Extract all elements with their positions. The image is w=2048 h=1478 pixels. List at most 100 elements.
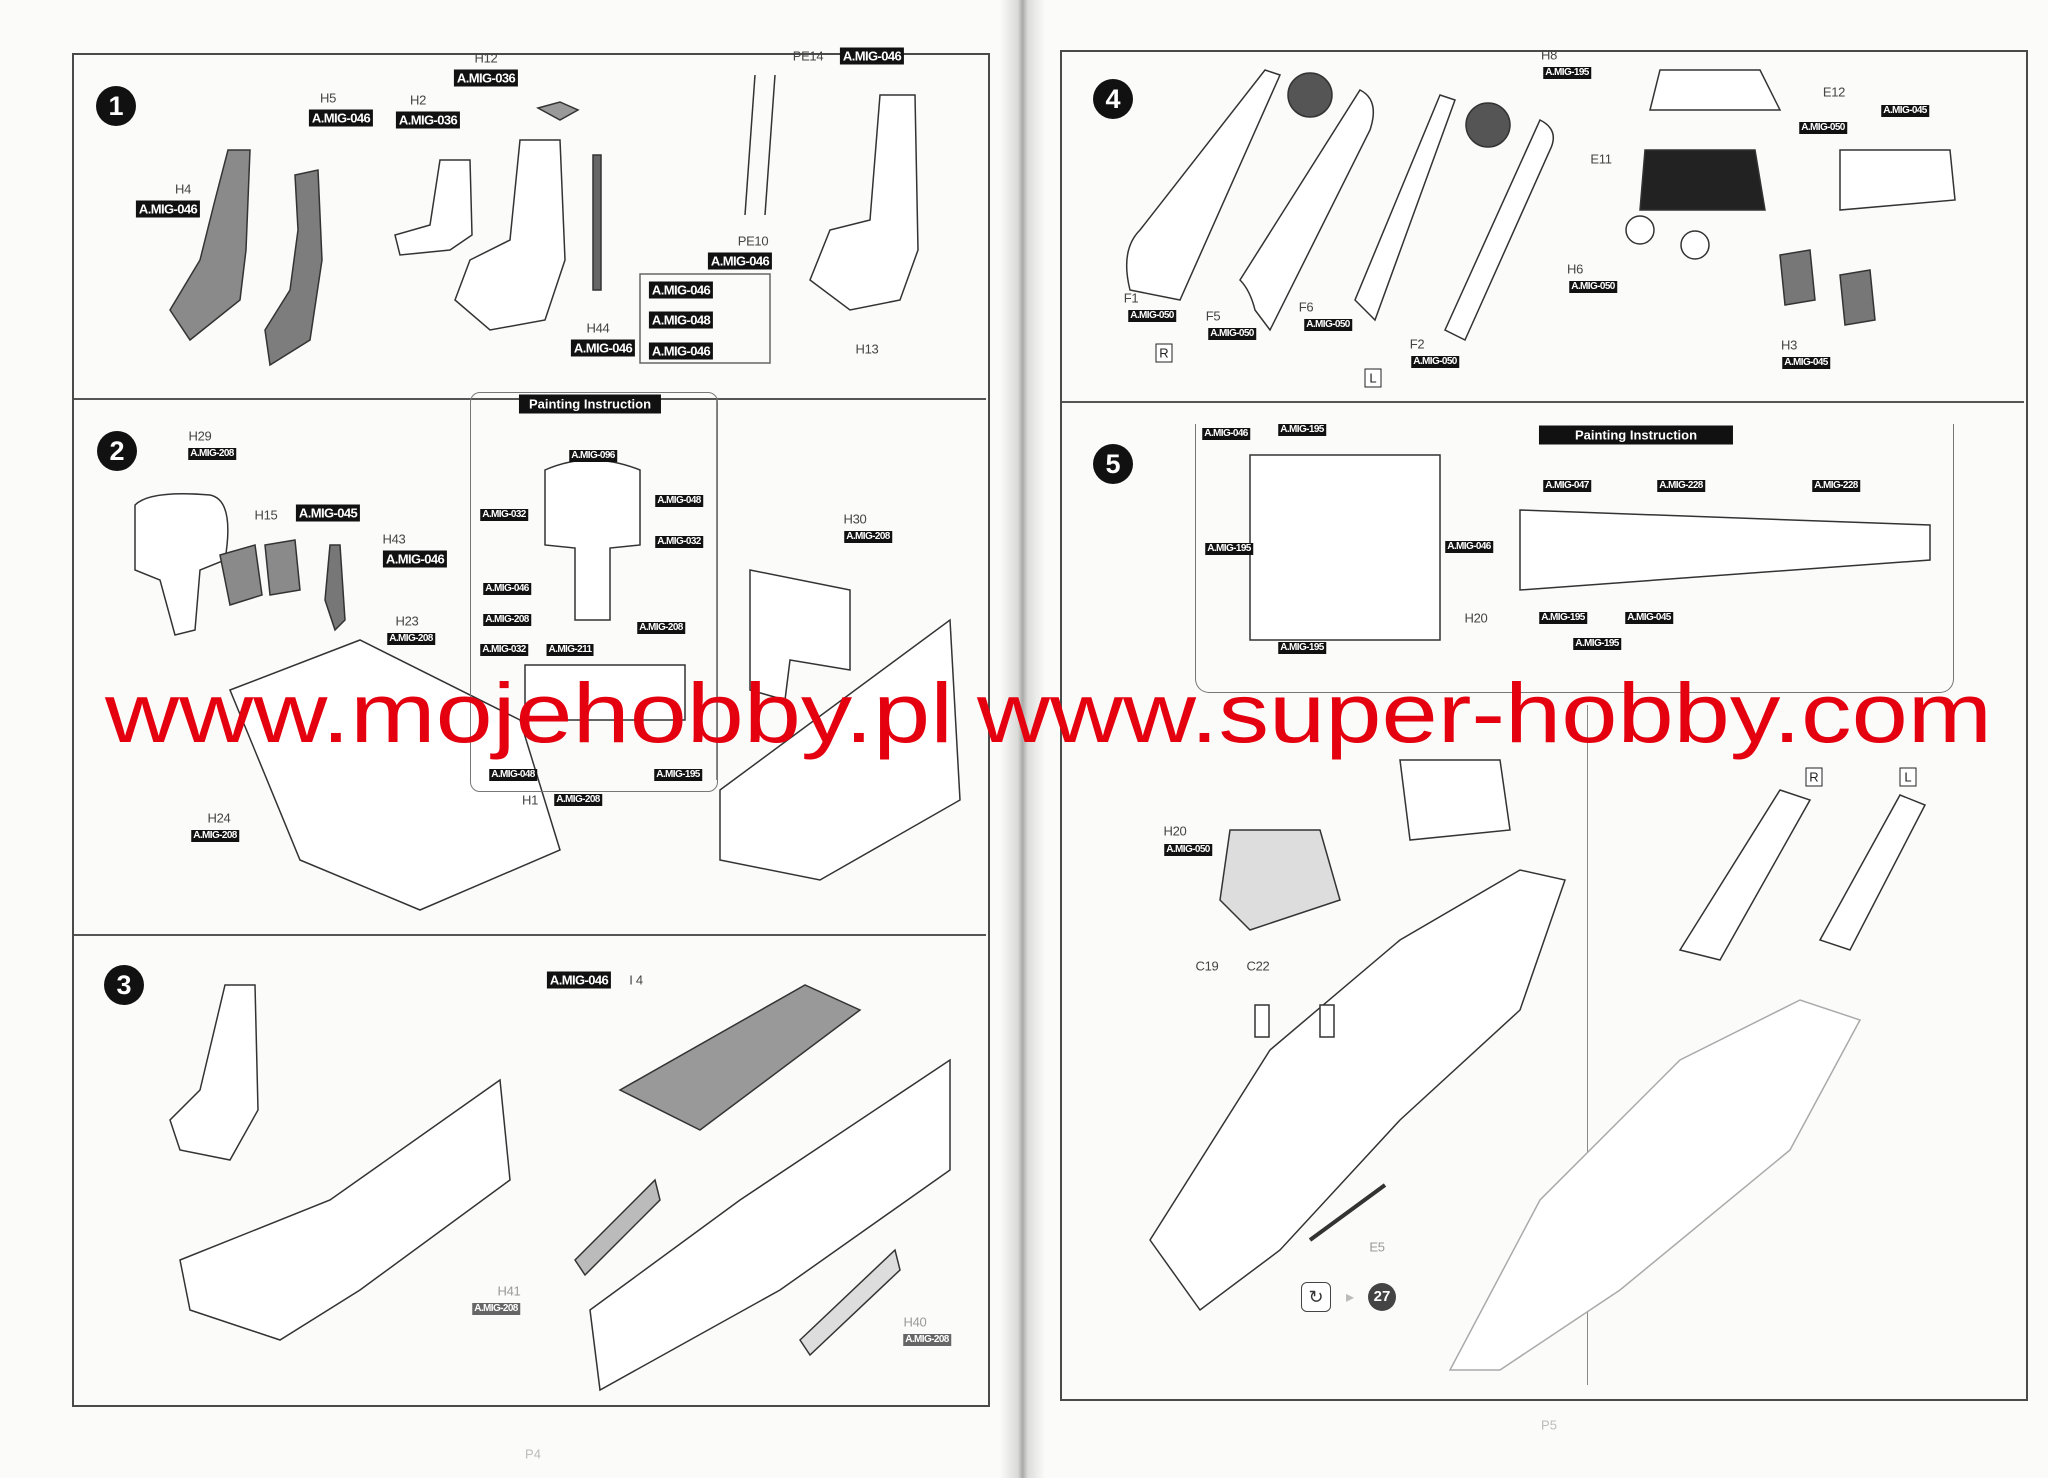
paint-label: A.MIG-208 bbox=[191, 830, 239, 842]
seat-assembled bbox=[809, 94, 919, 311]
paint-label: A.MIG-045 bbox=[1625, 612, 1673, 624]
paint-label: A.MIG-195 bbox=[654, 769, 702, 781]
part-label: H1 bbox=[521, 792, 539, 808]
paint-label: A.MIG-195 bbox=[1278, 642, 1326, 654]
side-marker-right: R bbox=[1155, 343, 1173, 363]
arrow-right-icon: ▸ bbox=[1345, 1289, 1355, 1306]
part-label: C19 bbox=[1195, 958, 1219, 974]
page-number-right: P5 bbox=[1541, 1417, 1557, 1433]
paint-label: A.MIG-032 bbox=[655, 536, 703, 548]
paint-label: A.MIG-046 bbox=[1445, 541, 1493, 553]
paint-label: A.MIG-048 bbox=[648, 311, 714, 329]
painting-instruction-heading: Painting Instruction bbox=[1538, 425, 1734, 445]
detail-box bbox=[639, 273, 771, 364]
panel-h15 bbox=[219, 539, 301, 606]
part-label: H24 bbox=[207, 810, 231, 826]
cone-h3-1 bbox=[1779, 249, 1816, 306]
paint-label: A.MIG-046 bbox=[546, 971, 612, 989]
part-label: H13 bbox=[855, 341, 879, 357]
panel-h40 bbox=[799, 1248, 901, 1357]
booklet-spine bbox=[1000, 0, 1045, 1478]
intake-h20 bbox=[1219, 829, 1341, 931]
paint-label: A.MIG-045 bbox=[295, 504, 361, 522]
step-reference-badge: 27 bbox=[1368, 1283, 1396, 1311]
part-e5 bbox=[1308, 1183, 1387, 1242]
part-label: I 4 bbox=[629, 972, 643, 988]
engines bbox=[1399, 759, 1511, 841]
cockpit-rear-h30 bbox=[749, 569, 851, 701]
part-label: E5 bbox=[1369, 1239, 1385, 1255]
paint-label: A.MIG-046 bbox=[382, 550, 448, 568]
paint-label: A.MIG-050 bbox=[1569, 281, 1617, 293]
part-label: PE10 bbox=[737, 233, 769, 249]
fuselage-assembled bbox=[1448, 999, 1862, 1371]
right-page-frame bbox=[1060, 50, 2028, 1401]
paint-label: A.MIG-208 bbox=[387, 633, 435, 645]
paint-label: A.MIG-228 bbox=[1657, 480, 1705, 492]
part-label: H5 bbox=[319, 90, 337, 106]
paint-label: A.MIG-096 bbox=[569, 450, 617, 462]
paint-label: A.MIG-036 bbox=[453, 69, 519, 87]
left-page-frame bbox=[72, 53, 990, 1407]
paint-label: A.MIG-050 bbox=[1799, 122, 1847, 134]
paint-label: A.MIG-046 bbox=[483, 583, 531, 595]
part-label: E12 bbox=[1822, 84, 1846, 100]
painting-instruction-heading: Painting Instruction bbox=[518, 394, 662, 414]
paint-label: A.MIG-208 bbox=[472, 1303, 520, 1315]
part-label: F1 bbox=[1123, 290, 1139, 306]
step2-divider bbox=[74, 934, 986, 936]
painting-panel-drawing bbox=[544, 459, 641, 621]
paint-label: A.MIG-046 bbox=[648, 281, 714, 299]
paint-label: A.MIG-048 bbox=[489, 769, 537, 781]
seat-cushion-h2 bbox=[394, 159, 473, 256]
part-label: PE14 bbox=[792, 48, 824, 64]
paint-label: A.MIG-208 bbox=[637, 622, 685, 634]
paint-label: A.MIG-050 bbox=[1411, 356, 1459, 368]
paint-label: A.MIG-050 bbox=[1304, 319, 1352, 331]
disc-h6-1 bbox=[1625, 215, 1655, 245]
paint-label: A.MIG-050 bbox=[1128, 310, 1176, 322]
fan-h8-2 bbox=[1465, 102, 1511, 148]
part-label: F2 bbox=[1409, 336, 1425, 352]
cockpit-tub bbox=[229, 639, 561, 911]
part-label: E11 bbox=[1590, 151, 1612, 167]
paint-label: A.MIG-036 bbox=[395, 111, 461, 129]
paint-label: A.MIG-228 bbox=[1812, 480, 1860, 492]
intake-f5 bbox=[1239, 89, 1375, 332]
step-number-3: 3 bbox=[104, 965, 144, 1005]
step-number-4: 4 bbox=[1093, 79, 1133, 119]
fan-h8-1 bbox=[1287, 72, 1333, 118]
paint-label: A.MIG-211 bbox=[546, 644, 594, 656]
intake-f2 bbox=[1444, 118, 1555, 342]
paint-label: A.MIG-046 bbox=[135, 200, 201, 218]
rotate-model-icon: ↻ bbox=[1301, 1282, 1331, 1312]
paint-label: A.MIG-045 bbox=[1782, 357, 1830, 369]
floor-i4 bbox=[618, 984, 862, 1131]
ducts-rl bbox=[1678, 789, 1927, 961]
painting-instruction-box-step2 bbox=[470, 392, 718, 792]
paint-label: A.MIG-046 bbox=[570, 339, 636, 357]
part-label: H40 bbox=[903, 1314, 927, 1330]
paint-label: A.MIG-046 bbox=[839, 47, 905, 65]
part-label: H43 bbox=[382, 531, 406, 547]
paint-label: A.MIG-032 bbox=[480, 509, 528, 521]
step-number-5: 5 bbox=[1093, 444, 1133, 484]
paint-label: A.MIG-195 bbox=[1539, 612, 1587, 624]
step5-divider bbox=[1587, 705, 1588, 1385]
paint-label: A.MIG-046 bbox=[707, 252, 773, 270]
part-label: H2 bbox=[409, 92, 427, 108]
rod-h44 bbox=[592, 154, 602, 291]
painting-left-drawing bbox=[1249, 454, 1441, 641]
instrument-panel-h29 bbox=[134, 493, 229, 636]
part-label: H20 bbox=[1163, 823, 1187, 839]
seat-step3 bbox=[169, 984, 259, 1161]
painting-right-drawing bbox=[1519, 509, 1931, 591]
nozzles bbox=[1839, 149, 1956, 211]
side-marker-left: L bbox=[1899, 767, 1917, 787]
paint-label: A.MIG-050 bbox=[1164, 844, 1212, 856]
page-number-left: P4 bbox=[525, 1446, 541, 1462]
step-number-1: 1 bbox=[96, 86, 136, 126]
panel-h41 bbox=[574, 1178, 661, 1277]
seat-body bbox=[454, 139, 566, 331]
